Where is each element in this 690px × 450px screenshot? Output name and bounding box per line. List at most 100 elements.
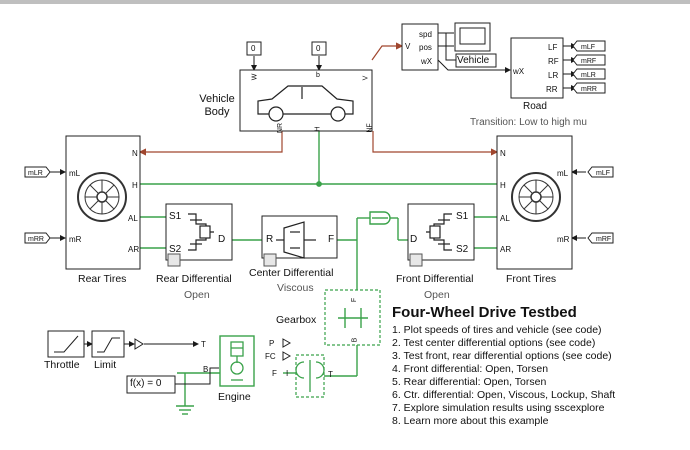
const-b-value: 0 xyxy=(316,44,321,53)
saturation-icon xyxy=(97,337,120,353)
port-b: b xyxy=(316,72,320,79)
throttle-ramp-block[interactable] xyxy=(47,330,85,358)
front-in-mr: mR xyxy=(557,235,570,244)
mechanical-connection-port[interactable] xyxy=(369,211,391,225)
car-icon xyxy=(257,85,354,122)
rear-in-mr: mR xyxy=(69,235,82,244)
front-port-h: H xyxy=(500,181,506,190)
engine-port-f: F xyxy=(272,369,277,378)
goto-mrr: mRR xyxy=(581,86,597,93)
ramp-icon xyxy=(54,335,79,353)
engine-icon xyxy=(230,341,244,381)
notes-item: 5. Rear differential: Open, Torsen xyxy=(392,376,547,388)
gearbox-label: Gearbox xyxy=(276,314,317,326)
center-diff-variant-icon[interactable] xyxy=(263,253,277,267)
bus-selector-block[interactable] xyxy=(401,23,439,71)
front-diff-variant-icon[interactable] xyxy=(409,253,423,267)
window-top-border xyxy=(0,0,690,4)
velocity-lines xyxy=(138,42,499,156)
notes-item[interactable]: 1. Plot speeds of tires and vehicle (see… xyxy=(392,324,602,336)
vehicle-subsystem-block[interactable] xyxy=(455,53,497,68)
torque-port-t: T xyxy=(328,370,333,379)
notes-list: 1. Plot speeds of tires and vehicle (see… xyxy=(392,324,615,428)
rear-tires-label: Rear Tires xyxy=(78,273,127,285)
port-v: V xyxy=(362,75,370,81)
const-block-b[interactable] xyxy=(311,41,327,56)
road-port-rf: RF xyxy=(548,57,559,66)
engine-port-i: I xyxy=(286,369,289,378)
road-port-lr: LR xyxy=(548,71,559,80)
port-w: W xyxy=(251,73,259,81)
solver-config-block[interactable] xyxy=(126,375,176,394)
rear-port-n: N xyxy=(132,149,138,158)
front-differential-block[interactable] xyxy=(407,203,475,261)
vehicle-body-label-2: Body xyxy=(204,106,230,118)
front-diff-label: Front Differential xyxy=(396,273,474,285)
engine-out-fc: FC xyxy=(265,352,276,361)
road-block[interactable] xyxy=(510,37,564,99)
torque-converter-icon xyxy=(295,360,325,392)
rear-diff-d: D xyxy=(218,234,226,245)
port-h: H xyxy=(314,126,322,132)
center-diff-label: Center Differential xyxy=(249,267,334,279)
bus-port-v: V xyxy=(405,42,411,51)
gearbox-port-f: F xyxy=(351,297,359,303)
tag-mrf: mRF xyxy=(596,236,612,243)
front-diff-s1: S1 xyxy=(456,211,469,222)
throttle-label: Throttle xyxy=(44,359,80,371)
engine-port-b: B xyxy=(203,365,209,374)
engine-block[interactable] xyxy=(219,335,255,387)
vehicle-scope-label: Vehicle xyxy=(457,55,490,66)
center-differential-block[interactable] xyxy=(261,215,338,259)
front-port-al: AL xyxy=(500,214,510,223)
p-output-port[interactable] xyxy=(282,338,292,348)
notes-item: 6. Ctr. differential: Open, Viscous, Loc… xyxy=(392,389,616,401)
rear-differential-icon xyxy=(188,213,214,251)
rear-diff-label: Rear Differential xyxy=(156,273,232,285)
rear-diff-s2: S2 xyxy=(169,244,182,255)
notes-item[interactable]: 7. Explore simulation results using ssce… xyxy=(392,402,605,414)
throttle-out-t: T xyxy=(201,340,206,349)
port-nf: NF xyxy=(366,123,374,133)
signal-lines xyxy=(50,32,586,385)
road-label: Road xyxy=(523,101,547,112)
tire-from-tags xyxy=(24,166,614,244)
rear-tire-icon xyxy=(77,172,127,222)
front-diff-s2: S2 xyxy=(456,244,469,255)
const-w-value: 0 xyxy=(251,44,256,53)
rear-diff-variant-icon[interactable] xyxy=(167,253,181,267)
notes-item: 4. Front differential: Open, Torsen xyxy=(392,363,549,375)
front-in-ml: mL xyxy=(557,169,569,178)
const-block-w[interactable] xyxy=(246,41,262,56)
notes-title: Four-Wheel Drive Testbed xyxy=(392,304,577,321)
engine-label: Engine xyxy=(218,391,251,403)
road-port-rr: RR xyxy=(546,85,558,94)
rear-diff-option: Open xyxy=(184,289,210,301)
goto-mrf: mRF xyxy=(581,58,597,65)
tag-mrr: mRR xyxy=(28,236,44,243)
center-diff-r: R xyxy=(266,234,274,245)
notes-item[interactable]: 2. Test center differential options (see… xyxy=(392,337,596,349)
rear-diff-s1: S1 xyxy=(169,211,182,222)
road-port-lf: LF xyxy=(548,43,558,52)
rear-in-ml: mL xyxy=(69,169,81,178)
notes-item[interactable]: 8. Learn more about this example xyxy=(392,415,549,427)
front-differential-icon xyxy=(426,213,452,251)
goto-mlr: mLR xyxy=(581,72,596,79)
bus-sig-spd: spd xyxy=(419,30,432,39)
front-tire-icon xyxy=(511,172,561,222)
rear-port-ar: AR xyxy=(128,245,140,254)
engine-out-p: P xyxy=(269,339,275,348)
center-diff-f: F xyxy=(328,234,335,245)
goto-mlf: mLF xyxy=(581,44,595,51)
road-transition-label: Transition: Low to high mu xyxy=(470,117,587,128)
tag-mlf: mLF xyxy=(596,170,610,177)
center-diff-option: Viscous xyxy=(277,282,314,294)
rear-port-h: H xyxy=(132,181,138,190)
fc-output-port[interactable] xyxy=(282,351,292,361)
road-goto-tags xyxy=(572,40,606,94)
tag-mlr: mLR xyxy=(28,170,43,177)
rear-differential-block[interactable] xyxy=(165,203,233,261)
notes-item[interactable]: 3. Test front, rear differential options… xyxy=(392,350,612,362)
